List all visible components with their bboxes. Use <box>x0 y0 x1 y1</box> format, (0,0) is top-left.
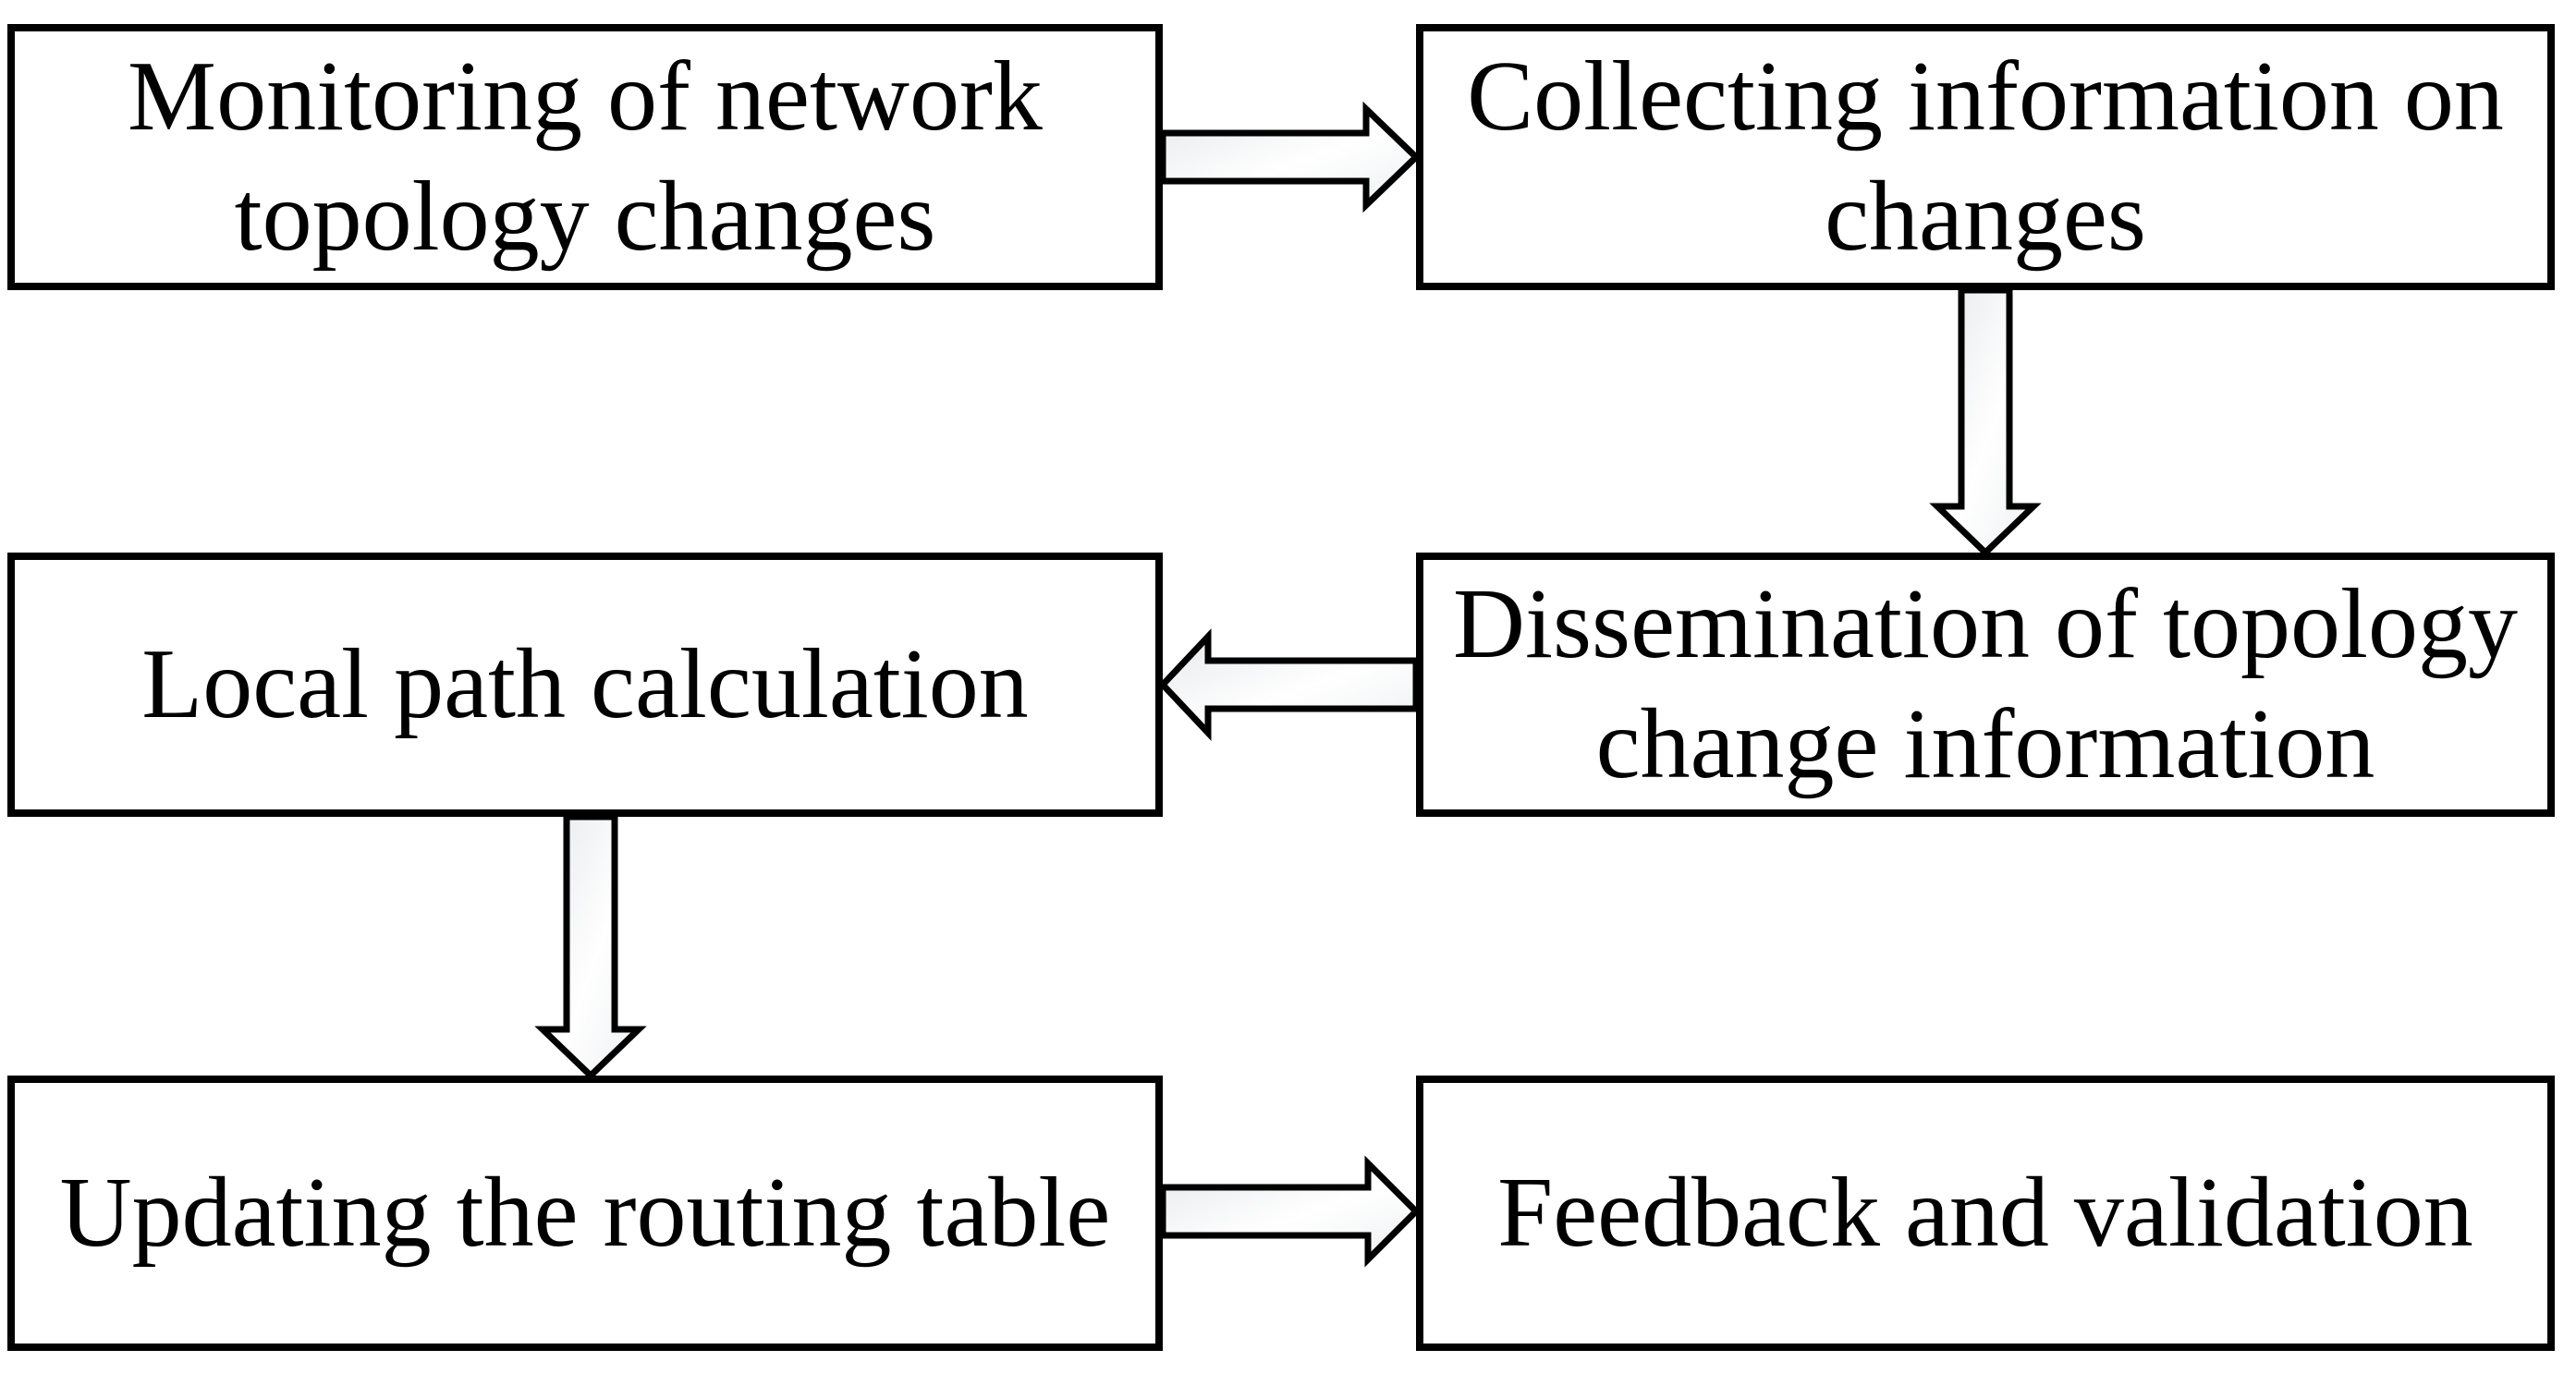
node-dissemination-line-1: Dissemination of topology <box>1453 569 2518 680</box>
node-dissemination: Dissemination of topology change informa… <box>1416 553 2555 817</box>
node-local-path: Local path calculation <box>7 553 1163 817</box>
arrow-dissemination-to-local-path <box>1158 628 1420 741</box>
node-feedback: Feedback and validation <box>1416 1076 2555 1351</box>
node-collecting: Collecting information on changes <box>1416 24 2555 290</box>
arrow-routing-update-to-feedback <box>1159 1155 1421 1268</box>
arrow-local-path-to-routing-update <box>534 813 647 1080</box>
node-routing-update-line-1: Updating the routing table <box>59 1158 1111 1269</box>
node-monitoring: Monitoring of network topology changes <box>7 24 1163 290</box>
node-collecting-line-1: Collecting information on <box>1467 42 2504 152</box>
node-feedback-line-1: Feedback and validation <box>1497 1158 2473 1269</box>
node-collecting-line-2: changes <box>1825 162 2146 272</box>
node-monitoring-line-2: topology changes <box>234 162 936 272</box>
node-local-path-line-1: Local path calculation <box>141 629 1029 740</box>
arrow-monitoring-to-collecting <box>1159 101 1422 213</box>
node-dissemination-line-2: change information <box>1595 689 2375 799</box>
node-monitoring-line-1: Monitoring of network <box>128 42 1043 152</box>
arrow-collecting-to-dissemination <box>1929 286 2042 557</box>
node-routing-update: Updating the routing table <box>7 1076 1163 1351</box>
